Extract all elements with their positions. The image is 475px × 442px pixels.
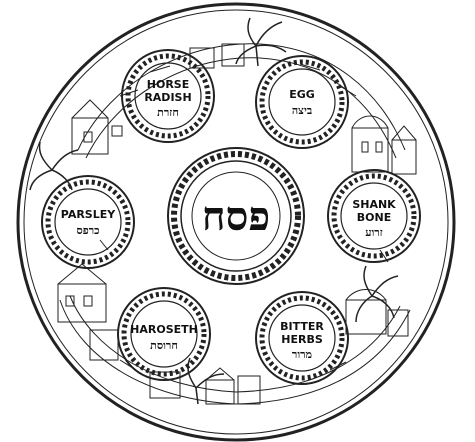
center-medallion: פסח <box>167 147 305 285</box>
bitterherbs-label-line2: HERBS <box>281 333 323 346</box>
shankbone-label-line1: SHANK <box>352 198 396 211</box>
medallion-parsley: PARSLEY כרפס <box>41 175 135 269</box>
horseradish-label-line1: HORSE <box>147 78 189 91</box>
parsley-hebrew: כרפס <box>76 224 99 237</box>
egg-hebrew: ביצה <box>292 104 312 117</box>
palm-decoration-right <box>355 265 399 323</box>
medallion-haroseth: HAROSETH חרוסת <box>117 287 211 381</box>
parsley-label: PARSLEY <box>61 208 116 221</box>
medallion-horseradish: HORSE RADISH חזרת <box>121 49 215 143</box>
palm-decoration-top <box>235 17 287 67</box>
shankbone-label-line2: BONE <box>357 211 391 224</box>
haroseth-hebrew: חרוסת <box>150 339 178 352</box>
medallion-egg: EGG ביצה <box>255 55 349 149</box>
plate-outer-rim <box>16 2 456 442</box>
horseradish-label-line2: RADISH <box>144 91 191 104</box>
medallion-shankbone: SHANK BONE זרוע <box>327 169 421 263</box>
bitterherbs-hebrew: מרור <box>292 348 312 361</box>
plate-inner-rim <box>23 9 449 435</box>
jerusalem-skyline-drawing <box>57 43 417 405</box>
palm-decoration-left <box>29 141 79 191</box>
medallion-bitterherbs: BITTER HERBS מרור <box>255 291 349 385</box>
horseradish-hebrew: חזרת <box>157 106 179 119</box>
shankbone-hebrew: זרוע <box>365 226 383 239</box>
haroseth-label: HAROSETH <box>130 323 198 336</box>
egg-label: EGG <box>289 88 315 101</box>
bitterherbs-label-line1: BITTER <box>280 320 324 333</box>
center-passover-title: פסח <box>202 193 270 240</box>
